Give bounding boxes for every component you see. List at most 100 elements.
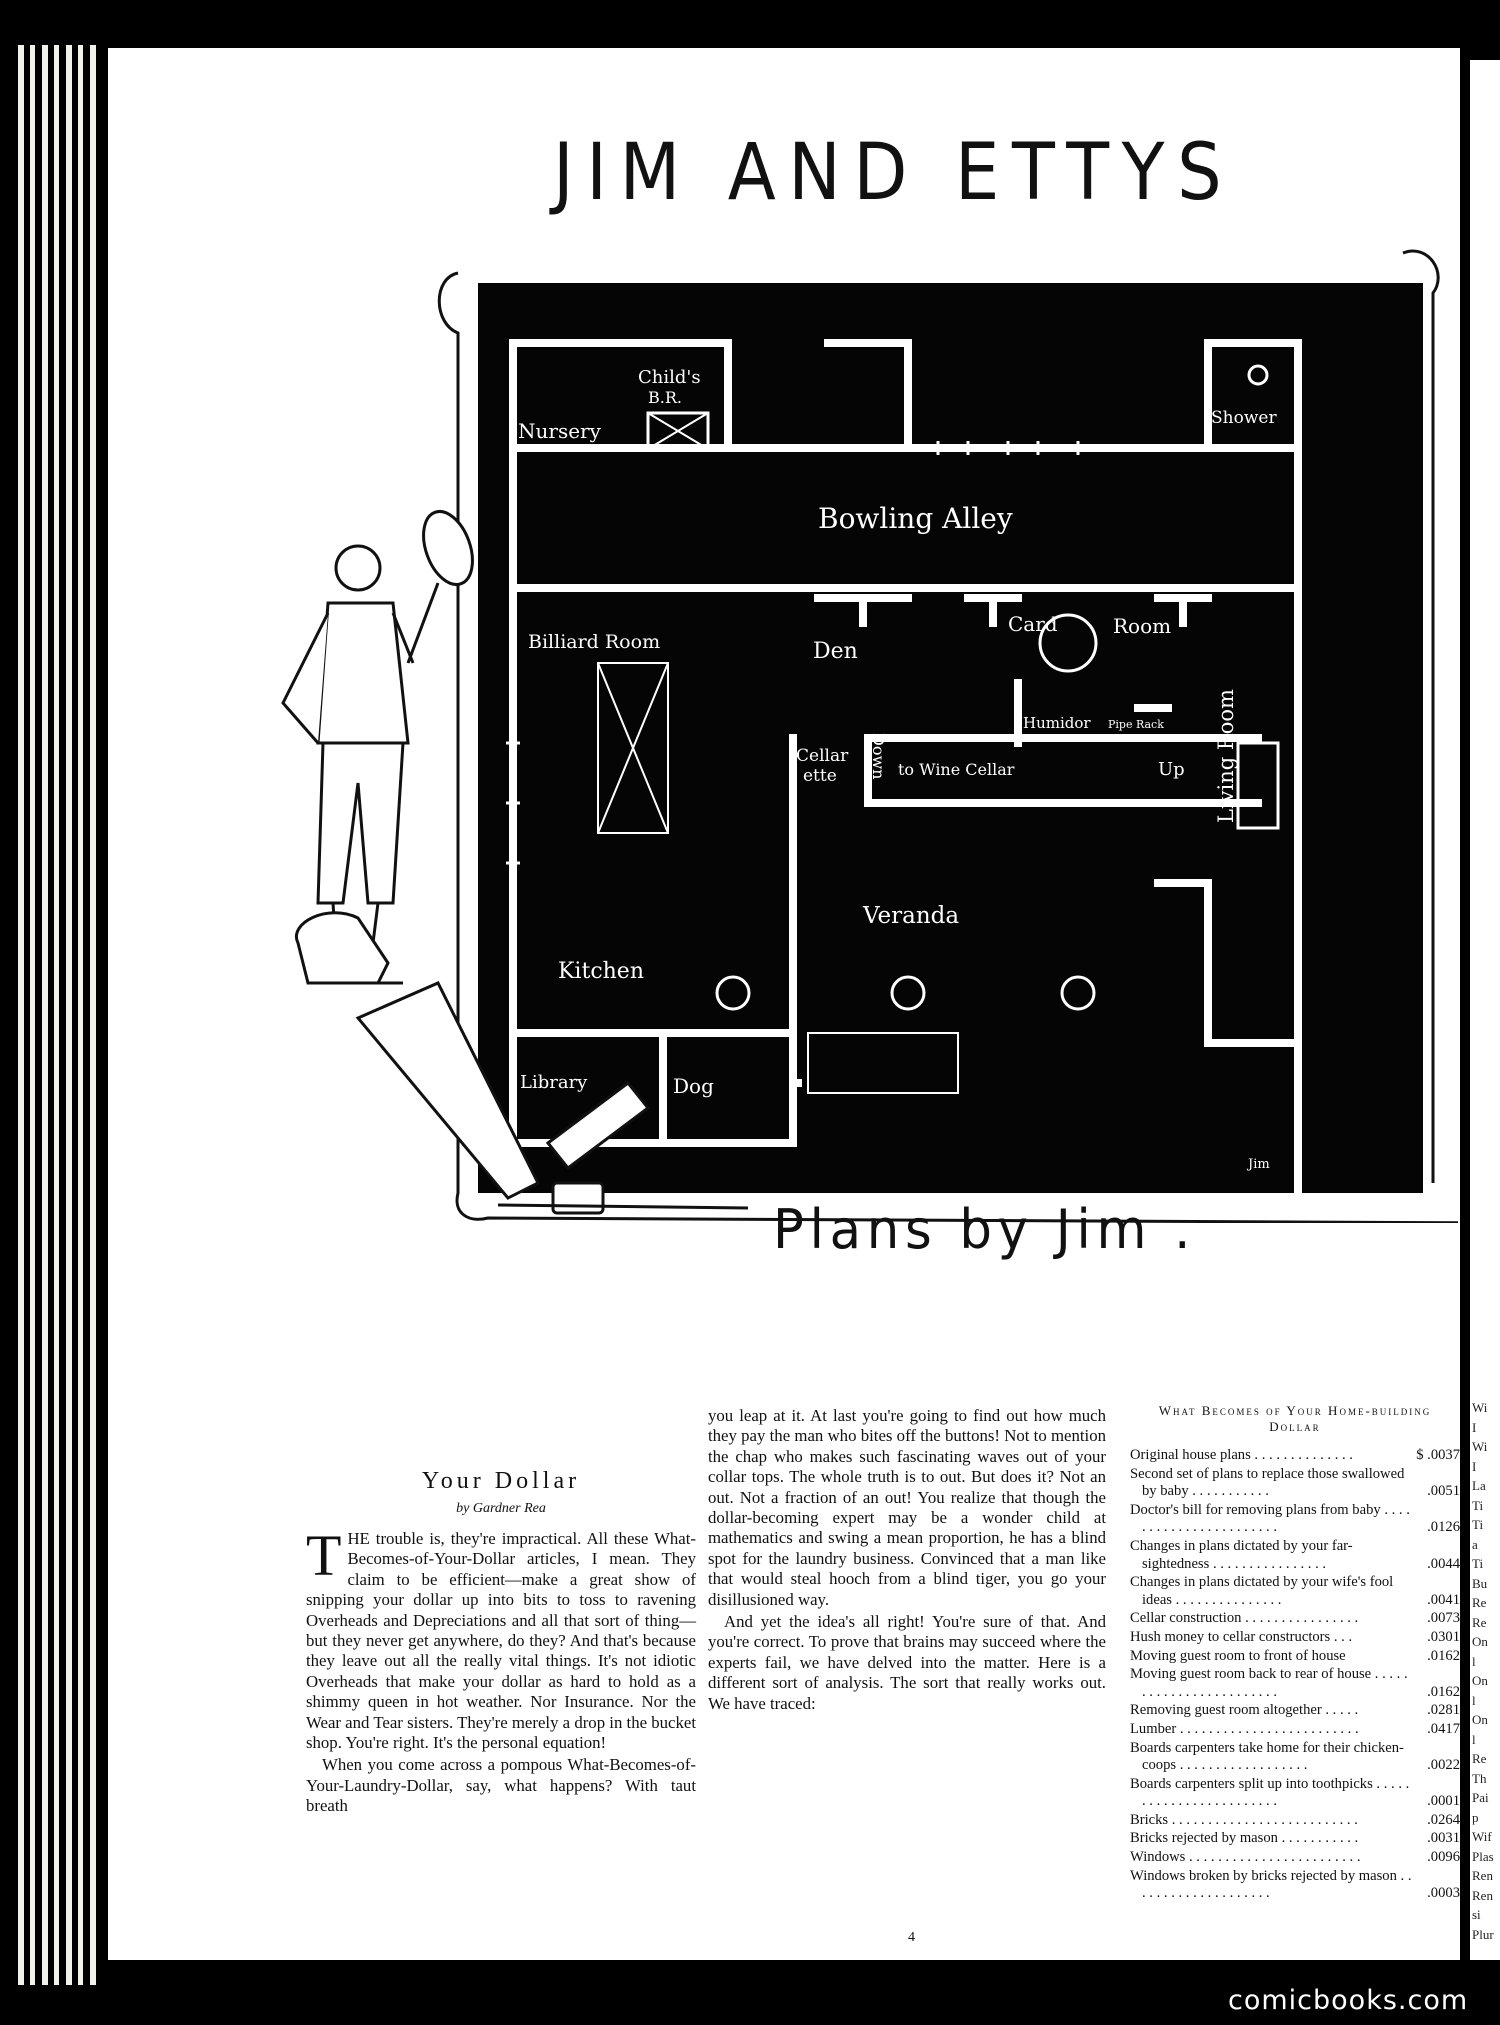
table-row: Doctor's bill for removing plans from ba…	[1130, 1502, 1460, 1537]
tennis-racket	[422, 510, 474, 586]
article-title: Your Dollar	[421, 1468, 581, 1494]
drop-cap: T	[306, 1523, 342, 1588]
veranda-column	[1060, 975, 1096, 1011]
table-row: Lumber . . . . . . . . . . . . . . . . .…	[1130, 1721, 1460, 1739]
room-label: Library	[520, 1072, 588, 1093]
room-label: Down	[869, 733, 888, 779]
adjacent-page-fragment: Bu	[1472, 1575, 1488, 1591]
table-row: Boards carpenters split up into toothpic…	[1130, 1776, 1460, 1811]
room-label: to Wine Cellar	[898, 760, 1015, 779]
page-edge	[54, 45, 59, 1985]
room-label: Bowling Alley	[818, 502, 1013, 535]
veranda-column	[890, 975, 926, 1011]
floor-plan-illustration: Child's B.R. Nursery Shower Bowling Alle…	[281, 249, 1458, 1223]
t-square	[355, 981, 541, 1200]
adjacent-page-fragment: si	[1472, 1907, 1481, 1922]
adjacent-page-fragment: On	[1472, 1712, 1488, 1727]
table-row-item: Hush money to cellar constructors . . .	[1130, 1628, 1353, 1645]
plan-windows	[506, 441, 1080, 865]
billiard-table	[597, 662, 669, 834]
adjacent-page-fragment: Re	[1472, 1614, 1487, 1630]
adjacent-page-fragment: Ti	[1472, 1517, 1484, 1532]
table-row-value: .0073	[1427, 1610, 1460, 1627]
adjacent-page-fragment: Wif	[1472, 1829, 1492, 1844]
table-row-value: .0301	[1427, 1628, 1460, 1645]
table-row: Removing guest room altogether . . . . .…	[1130, 1702, 1460, 1720]
room-label: Child's	[638, 367, 701, 388]
page-number: 4	[908, 1930, 915, 1945]
scroll-edge	[1402, 249, 1440, 1183]
table-row-item: Boards carpenters take home for their ch…	[1130, 1739, 1404, 1774]
table-row-value: .0162	[1427, 1647, 1460, 1664]
room-label: Cellar	[796, 746, 849, 766]
table-title-line: What Becomes of Your Home-building	[1158, 1403, 1432, 1418]
adjacent-page-fragment: I	[1472, 1419, 1477, 1435]
table-row: Moving guest room back to rear of house …	[1130, 1666, 1460, 1701]
table-row: Windows broken by bricks rejected by mas…	[1130, 1868, 1460, 1903]
adjacent-page-fragment: Plas	[1472, 1848, 1494, 1864]
adjacent-page-fragment: Ti	[1472, 1497, 1484, 1513]
table-row: Changes in plans dictated by your wife's…	[1130, 1574, 1460, 1609]
table-row-value: .0044	[1427, 1555, 1460, 1572]
adjacent-page-fragment: p	[1472, 1809, 1479, 1825]
table-row-value: .0051	[1427, 1483, 1460, 1500]
room-label: Veranda	[862, 903, 959, 929]
veranda-steps	[807, 1032, 959, 1094]
table-row: Windows . . . . . . . . . . . . . . . . …	[1130, 1849, 1460, 1867]
table-row-value: .0264	[1427, 1811, 1460, 1828]
adjacent-page-fragment: Ren	[1472, 1887, 1493, 1903]
table-row-item: Bricks . . . . . . . . . . . . . . . . .…	[1130, 1811, 1358, 1828]
room-label: ette	[803, 766, 837, 786]
article-paragraph: And yet the idea's all right! You're sur…	[708, 1612, 1106, 1713]
adjacent-page-fragment: Wi	[1472, 1400, 1488, 1415]
table-row: Moving guest room to front of house .0162	[1130, 1648, 1460, 1666]
room-label: Living Room	[1214, 689, 1238, 823]
table-row-value: .0003	[1427, 1885, 1460, 1902]
room-label: Den	[813, 639, 858, 664]
article-paragraph: When you come across a pompous What-Beco…	[306, 1755, 696, 1816]
adjacent-page-fragment: l	[1472, 1653, 1476, 1669]
adjacent-page-fragment: Ren	[1472, 1868, 1493, 1883]
table-row-item: Moving guest room to front of house	[1130, 1647, 1346, 1664]
table-row-item: Cellar construction . . . . . . . . . . …	[1130, 1610, 1359, 1627]
shower-drain	[1247, 364, 1269, 386]
article-column-2: you leap at it. At last you're going to …	[708, 1406, 1106, 1716]
magazine-page: JIM AND ETTYS	[108, 48, 1460, 1960]
table-rows: Original house plans . . . . . . . . . .…	[1130, 1447, 1460, 1903]
table-row-item: Original house plans . . . . . . . . . .…	[1130, 1447, 1353, 1463]
adjacent-page-fragment: On	[1472, 1673, 1488, 1688]
room-label: Room	[1113, 614, 1171, 638]
veranda-column	[715, 975, 751, 1011]
room-label: Kitchen	[558, 959, 644, 984]
table-row-item: Lumber . . . . . . . . . . . . . . . . .…	[1130, 1720, 1359, 1737]
table-row: Original house plans . . . . . . . . . .…	[1130, 1447, 1460, 1465]
adjacent-page-fragment: Ti	[1472, 1556, 1484, 1571]
ink-bottle	[551, 1181, 605, 1215]
adjacent-page-fragment: La	[1472, 1478, 1486, 1493]
headline: JIM AND ETTYS	[553, 128, 1235, 218]
table-row-value: .0041	[1427, 1591, 1460, 1608]
table-row-item: Changes in plans dictated by your wife's…	[1130, 1574, 1394, 1608]
room-label: Card	[1008, 612, 1058, 636]
table-row-value: .0031	[1427, 1830, 1460, 1847]
table-row-item: Doctor's bill for removing plans from ba…	[1130, 1501, 1410, 1536]
table-row-value: .0001	[1427, 1793, 1460, 1810]
room-label: Pipe Rack	[1108, 718, 1164, 731]
page-edge	[78, 45, 83, 1985]
page-edge	[90, 45, 96, 1985]
subheadline: Plans by Jim .	[773, 1198, 1197, 1261]
table-row-item: Removing guest room altogether . . . . .	[1130, 1702, 1359, 1719]
table-title-line: Dollar	[1269, 1419, 1321, 1434]
table-row: Boards carpenters take home for their ch…	[1130, 1740, 1460, 1775]
adjacent-page-fragment: a	[1472, 1536, 1478, 1552]
table-row-item: Windows broken by bricks rejected by mas…	[1130, 1867, 1412, 1902]
table-row-value: .0162	[1427, 1683, 1460, 1700]
room-label: Nursery	[518, 419, 602, 443]
table-row: Changes in plans dictated by your far-si…	[1130, 1538, 1460, 1573]
room-label: Humidor	[1023, 714, 1091, 732]
room-label: B.R.	[648, 388, 682, 407]
adjacent-page-fragment: Re	[1472, 1751, 1487, 1766]
page-edge	[30, 45, 35, 1985]
table-row: Cellar construction . . . . . . . . . . …	[1130, 1610, 1460, 1628]
